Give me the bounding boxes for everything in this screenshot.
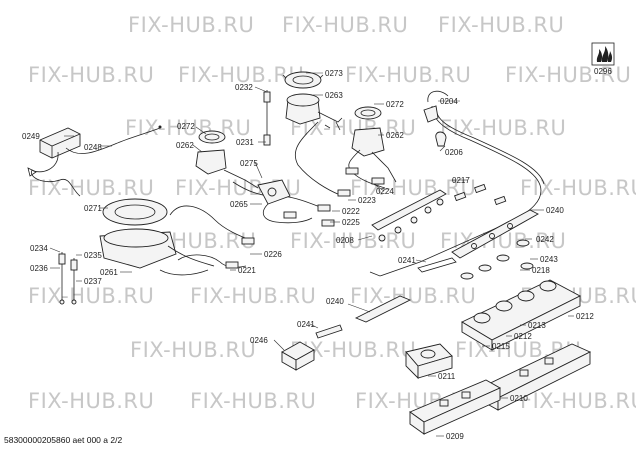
part-label: 0243 xyxy=(540,255,558,264)
part-label: 0217 xyxy=(452,176,470,185)
part-label: 0236 xyxy=(30,264,48,273)
watermark-text: FIX-HUB.RU xyxy=(520,176,636,200)
part-label: 0275 xyxy=(240,159,258,168)
part-0217-tabs xyxy=(454,183,507,206)
part-0241-clip-lower xyxy=(315,324,343,339)
part-label: 0263 xyxy=(325,91,343,100)
part-label: 0213 xyxy=(528,321,546,330)
part-label: 0212 xyxy=(576,312,594,321)
part-label: 0204 xyxy=(440,97,458,106)
part-0241-bracket-upper xyxy=(417,257,457,273)
watermark-text: FIX-HUB.RU xyxy=(128,13,254,37)
watermark-text: FIX-HUB.RU xyxy=(438,13,564,37)
part-label: 0225 xyxy=(342,218,360,227)
part-0275-junction xyxy=(257,179,291,205)
part-pipe-fittings xyxy=(317,167,385,227)
part-label: 0265 xyxy=(230,200,248,209)
part-label: 0262 xyxy=(176,141,194,150)
part-label: 0261 xyxy=(100,268,118,277)
part-label: 0211 xyxy=(438,372,456,381)
part-gas-pipe-left xyxy=(169,205,255,269)
part-0232-thermocouple xyxy=(263,90,271,146)
logo-label: 0296 xyxy=(594,67,612,76)
part-label: 0241 xyxy=(398,256,416,265)
watermark-text: FIX-HUB.RU xyxy=(440,116,566,140)
watermark-text: FIX-HUB.RU xyxy=(28,284,154,308)
part-label: 0242 xyxy=(536,235,554,244)
part-label: 0206 xyxy=(445,148,463,157)
part-label: 0248 xyxy=(84,143,102,152)
part-label: 0271 xyxy=(84,204,102,213)
part-label: 0209 xyxy=(446,432,464,441)
part-label: 0218 xyxy=(532,266,550,275)
part-0272-bracket-right xyxy=(354,106,382,120)
part-label: 0208 xyxy=(336,236,354,245)
part-0240-rail-lower xyxy=(354,295,412,323)
part-0209-housing xyxy=(409,379,501,435)
part-0213-valve-block xyxy=(461,279,581,351)
watermark-text: FIX-HUB.RU xyxy=(190,389,316,413)
part-label: 0235 xyxy=(84,251,102,260)
part-label: 0231 xyxy=(236,138,254,147)
part-label: 0273 xyxy=(325,69,343,78)
watermark-text: FIX-HUB.RU xyxy=(28,176,154,200)
part-label: 0240 xyxy=(546,206,564,215)
part-0262-burner-left xyxy=(195,149,259,189)
part-0271-burner-ring xyxy=(102,198,168,226)
part-0265-connector xyxy=(262,203,313,224)
part-label: 0222 xyxy=(342,207,360,216)
part-label: 0232 xyxy=(235,83,253,92)
part-label: 0215 xyxy=(492,342,510,351)
part-label: 0237 xyxy=(84,277,102,286)
part-label: 0234 xyxy=(30,244,48,253)
part-label: 0249 xyxy=(22,132,40,141)
part-label: 0224 xyxy=(376,187,394,196)
part-label: 0226 xyxy=(264,250,282,259)
watermark-text: FIX-HUB.RU xyxy=(190,284,316,308)
part-0273-flange xyxy=(282,71,324,89)
watermark-text: FIX-HUB.RU xyxy=(520,389,636,413)
part-0206-clip xyxy=(435,131,447,147)
part-label: 0272 xyxy=(386,100,404,109)
part-0249-connector xyxy=(27,125,162,197)
part-labels: 0273 0232 0263 0272 0204 0249 0272 0231 … xyxy=(22,69,594,441)
part-label: 0246 xyxy=(250,336,268,345)
part-label: 0210 xyxy=(510,394,528,403)
watermark-text: FIX-HUB.RU xyxy=(130,338,256,362)
footer-text: 58300000205860 aet 000 a 2/2 xyxy=(4,435,122,445)
part-label: 0221 xyxy=(238,266,256,275)
part-0218-knob-caps xyxy=(460,239,534,280)
part-0234-sensors xyxy=(58,252,78,305)
part-label: 0212 xyxy=(514,332,532,341)
watermark-text: FIX-HUB.RU xyxy=(290,229,416,253)
watermark-text: FIX-HUB.RU xyxy=(350,284,476,308)
part-0246-box xyxy=(281,341,315,371)
part-0262-burner-right xyxy=(351,127,397,183)
watermark-text: FIX-HUB.RU xyxy=(282,13,408,37)
part-label: 0240 xyxy=(326,297,344,306)
watermark-text: FIX-HUB.RU xyxy=(28,63,154,87)
part-0208-rail xyxy=(371,189,447,242)
part-label: 0272 xyxy=(177,122,195,131)
part-0211-module xyxy=(405,343,453,380)
watermark-text: FIX-HUB.RU xyxy=(178,63,304,87)
leader-lines xyxy=(49,72,574,437)
part-0240-rail-upper xyxy=(451,209,539,259)
watermark-text: FIX-HUB.RU xyxy=(125,116,251,140)
part-label: 0262 xyxy=(386,131,404,140)
part-0263-burner xyxy=(285,93,343,131)
part-0272-bracket-left xyxy=(198,130,226,144)
part-0261-burner-base xyxy=(99,228,215,276)
part-label: 0241 xyxy=(297,320,315,329)
watermark-text: FIX-HUB.RU xyxy=(28,389,154,413)
gas-flame-logo: 0296 xyxy=(591,42,615,76)
part-label: 0223 xyxy=(358,196,376,205)
watermark-text: FIX-HUB.RU xyxy=(505,63,631,87)
watermark-text: FIX-HUB.RU xyxy=(345,63,471,87)
